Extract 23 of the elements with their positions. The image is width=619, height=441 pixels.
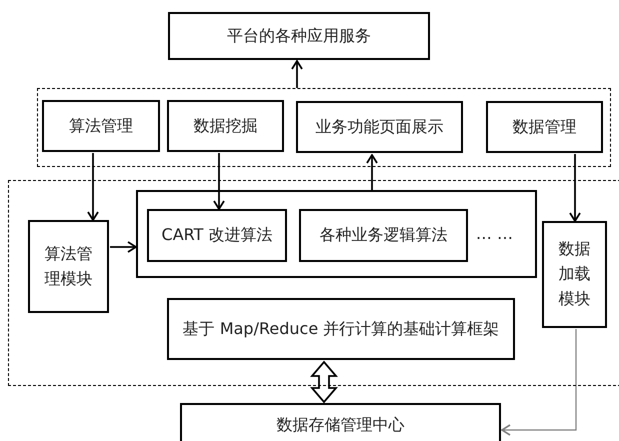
arrow bbox=[87, 153, 99, 221]
dashed-group-box bbox=[37, 88, 611, 167]
dashed-group-box bbox=[8, 180, 619, 386]
process-box: 算法管理模块 bbox=[28, 220, 109, 313]
process-box: CART 改进算法 bbox=[147, 209, 287, 262]
process-box: 算法管理 bbox=[42, 100, 160, 152]
process-box: 基于 Map/Reduce 并行计算的基础计算框架 bbox=[167, 298, 515, 360]
algorithm-container-box bbox=[136, 190, 537, 278]
process-box: 业务功能页面展示 bbox=[296, 101, 463, 153]
ellipsis-text: … … bbox=[476, 223, 513, 245]
process-box: 数据存储管理中心 bbox=[180, 403, 501, 441]
arrow bbox=[213, 153, 225, 210]
arrow bbox=[501, 329, 577, 436]
arrow bbox=[110, 241, 137, 253]
process-box: 平台的各种应用服务 bbox=[168, 12, 430, 60]
process-box: 各种业务逻辑算法 bbox=[299, 209, 468, 262]
process-box: 数据管理 bbox=[486, 101, 603, 153]
process-box: 数据加载模块 bbox=[542, 221, 607, 328]
double-arrow bbox=[310, 360, 338, 404]
arrow bbox=[291, 60, 303, 88]
arrow bbox=[569, 154, 581, 222]
arrow bbox=[366, 154, 378, 191]
process-box: 数据挖掘 bbox=[167, 100, 284, 152]
